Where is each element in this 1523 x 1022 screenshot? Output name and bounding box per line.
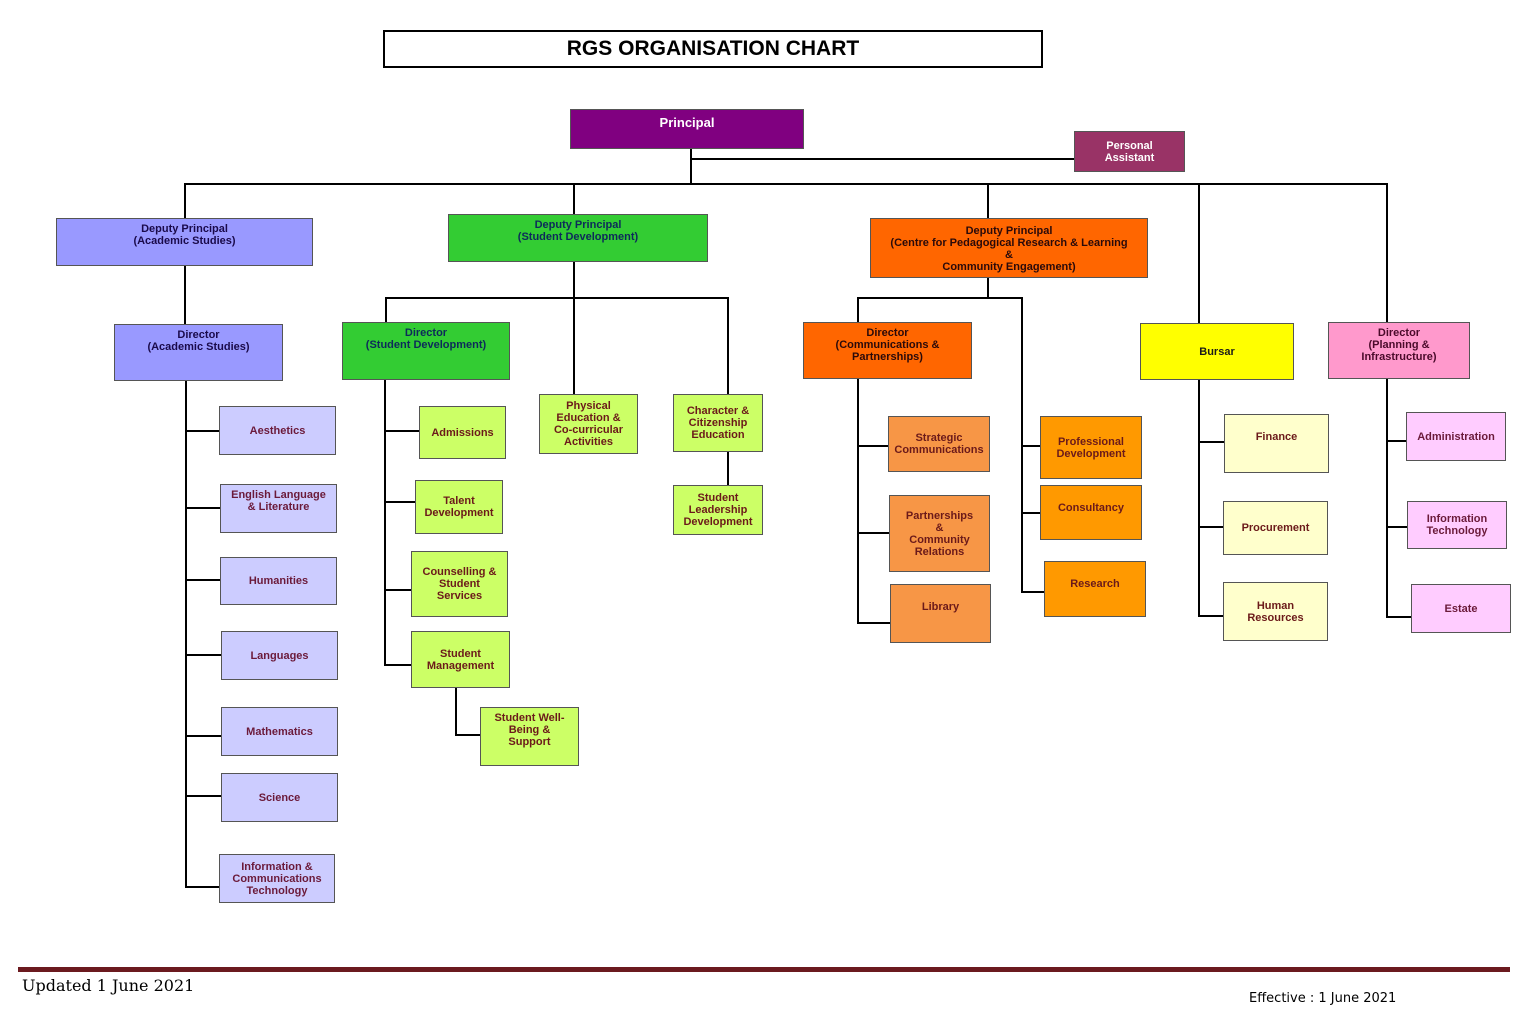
human-resources-box: Human Resources [1223,582,1328,641]
strategic-communications-box: Strategic Communications [888,416,990,472]
partnerships-box: Partnerships & Community Relations [889,495,990,572]
updated-date: Updated 1 June 2021 [22,976,195,995]
consultancy-box: Consultancy [1040,485,1142,540]
director-academic-box: Director (Academic Studies) [114,324,283,381]
information-technology-box: Information Technology [1407,501,1507,549]
estate-box: Estate [1411,584,1511,633]
student-management-box: Student Management [411,631,510,688]
footer-rule [18,967,1510,972]
director-communications-box: Director (Communications & Partnerships) [803,322,972,379]
director-planning-box: Director (Planning & Infrastructure) [1328,322,1470,379]
dept-humanities-box: Humanities [220,557,337,605]
dept-ict-box: Information & Communications Technology [219,854,335,903]
professional-development-box: Professional Development [1040,416,1142,479]
procurement-box: Procurement [1223,501,1328,555]
cce-box: Character & Citizenship Education [673,394,763,452]
counselling-box: Counselling & Student Services [411,551,508,617]
director-student-dev-box: Director (Student Development) [342,322,510,380]
student-wellbeing-box: Student Well- Being & Support [480,707,579,766]
deputy-principal-academic-box: Deputy Principal (Academic Studies) [56,218,313,266]
dept-aesthetics-box: Aesthetics [219,406,336,455]
dept-english-box: English Language & Literature [220,484,337,533]
dept-mathematics-box: Mathematics [221,707,338,756]
dept-languages-box: Languages [221,631,338,680]
admissions-box: Admissions [419,406,506,459]
bursar-box: Bursar [1140,323,1294,380]
personal-assistant-box: Personal Assistant [1074,131,1185,172]
dept-science-box: Science [221,773,338,822]
deputy-principal-cpr-box: Deputy Principal (Centre for Pedagogical… [870,218,1148,278]
research-box: Research [1044,561,1146,617]
pe-cca-box: Physical Education & Co-curricular Activ… [539,394,638,454]
chart-title: RGS ORGANISATION CHART [383,30,1043,68]
principal-box: Principal [570,109,804,149]
deputy-principal-student-dev-box: Deputy Principal (Student Development) [448,214,708,262]
student-leadership-box: Student Leadership Development [673,485,763,535]
library-box: Library [890,584,991,643]
administration-box: Administration [1406,412,1506,461]
finance-box: Finance [1224,414,1329,473]
talent-development-box: Talent Development [415,480,503,534]
effective-date: Effective : 1 June 2021 [1249,991,1397,1006]
